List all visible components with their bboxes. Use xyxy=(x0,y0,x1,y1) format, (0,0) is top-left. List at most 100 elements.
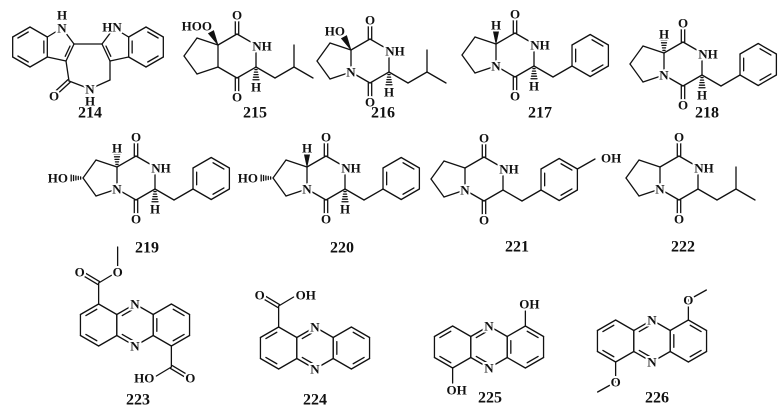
double-bond-inner xyxy=(121,308,134,317)
bond xyxy=(716,188,737,201)
atom-label: O xyxy=(674,212,684,227)
bond xyxy=(382,188,402,201)
bond xyxy=(697,188,718,201)
double-bond-inner xyxy=(560,188,573,196)
double-bond-inner xyxy=(475,330,488,339)
double-bond-inner xyxy=(759,73,772,81)
atom-label: OH xyxy=(447,383,467,398)
bond xyxy=(629,63,644,83)
bond xyxy=(451,325,472,338)
bond xyxy=(306,188,327,201)
bond xyxy=(210,188,231,201)
bond xyxy=(97,334,118,347)
bond xyxy=(183,55,198,75)
bond xyxy=(514,32,535,45)
compound-number: 214 xyxy=(78,105,102,122)
bond-layer xyxy=(12,18,778,393)
bond xyxy=(739,42,759,55)
bond xyxy=(443,160,466,169)
bond xyxy=(461,54,476,74)
bond xyxy=(558,189,579,202)
bond xyxy=(350,38,371,51)
bond xyxy=(217,33,238,46)
atom-label: O xyxy=(479,213,489,228)
atom-label: N xyxy=(655,182,665,197)
atom-label: N xyxy=(491,59,501,74)
bond xyxy=(614,350,635,363)
atom-label: H xyxy=(112,141,122,156)
atom-label: N xyxy=(130,339,140,354)
bond xyxy=(651,319,671,332)
bond xyxy=(113,27,130,38)
bond xyxy=(29,26,48,38)
bond xyxy=(46,27,63,38)
bond xyxy=(192,156,212,169)
bond xyxy=(314,357,334,370)
bond xyxy=(474,36,497,45)
atom-label: O xyxy=(185,371,195,386)
double-bond-inner xyxy=(759,48,772,56)
bond xyxy=(678,188,699,201)
atom-label: H xyxy=(384,85,394,100)
bond xyxy=(134,303,154,316)
atom-label: OH xyxy=(519,297,539,312)
bond xyxy=(135,155,156,168)
atom-label: N xyxy=(484,319,494,334)
atom-label: H xyxy=(150,202,160,217)
bond xyxy=(79,303,100,316)
double-bond-inner xyxy=(212,162,225,170)
atom-label: O xyxy=(510,89,520,104)
bond xyxy=(134,334,154,347)
bond xyxy=(332,326,353,339)
bond xyxy=(682,74,703,87)
double-bond-inner xyxy=(352,331,365,340)
double-bond-inner xyxy=(439,355,452,364)
compound-number: 226 xyxy=(645,390,669,407)
atom-label: H xyxy=(85,94,95,109)
bond xyxy=(61,27,75,45)
atom-label: H xyxy=(251,80,261,95)
double-bond xyxy=(57,81,71,94)
atom-label: NH xyxy=(530,38,550,53)
bond xyxy=(430,178,445,198)
bond xyxy=(272,159,287,179)
bond xyxy=(687,319,708,332)
bond xyxy=(464,189,485,202)
bond xyxy=(210,156,231,169)
bond xyxy=(651,350,671,363)
bond xyxy=(524,325,545,338)
bond xyxy=(407,71,428,84)
bond xyxy=(552,65,573,78)
atom-label: N xyxy=(130,297,140,312)
compound-number: 220 xyxy=(330,240,354,257)
atom-label: O xyxy=(678,16,688,31)
bond xyxy=(638,159,661,168)
bond xyxy=(97,303,118,316)
atom-label: N xyxy=(302,182,312,197)
bond xyxy=(464,156,485,169)
bond xyxy=(89,79,111,90)
bond xyxy=(285,188,308,197)
atom-label: HO xyxy=(238,171,258,186)
double-bond-inner xyxy=(147,31,159,39)
bond xyxy=(316,42,331,62)
bond xyxy=(155,366,173,377)
bond xyxy=(170,334,191,347)
bond xyxy=(145,56,164,68)
compound-number: 218 xyxy=(695,105,719,122)
bond xyxy=(82,159,97,179)
atom-label: NH xyxy=(499,162,519,177)
bond xyxy=(642,74,665,83)
atom-label: O xyxy=(49,89,59,104)
atom-label: O xyxy=(255,288,265,303)
bond xyxy=(329,42,352,51)
bond xyxy=(687,350,708,363)
bond xyxy=(669,319,690,332)
double-bond-inner xyxy=(64,45,71,57)
bond xyxy=(296,326,316,339)
bond xyxy=(506,356,527,369)
double-bond xyxy=(169,367,187,379)
atom-label: N xyxy=(659,68,669,83)
